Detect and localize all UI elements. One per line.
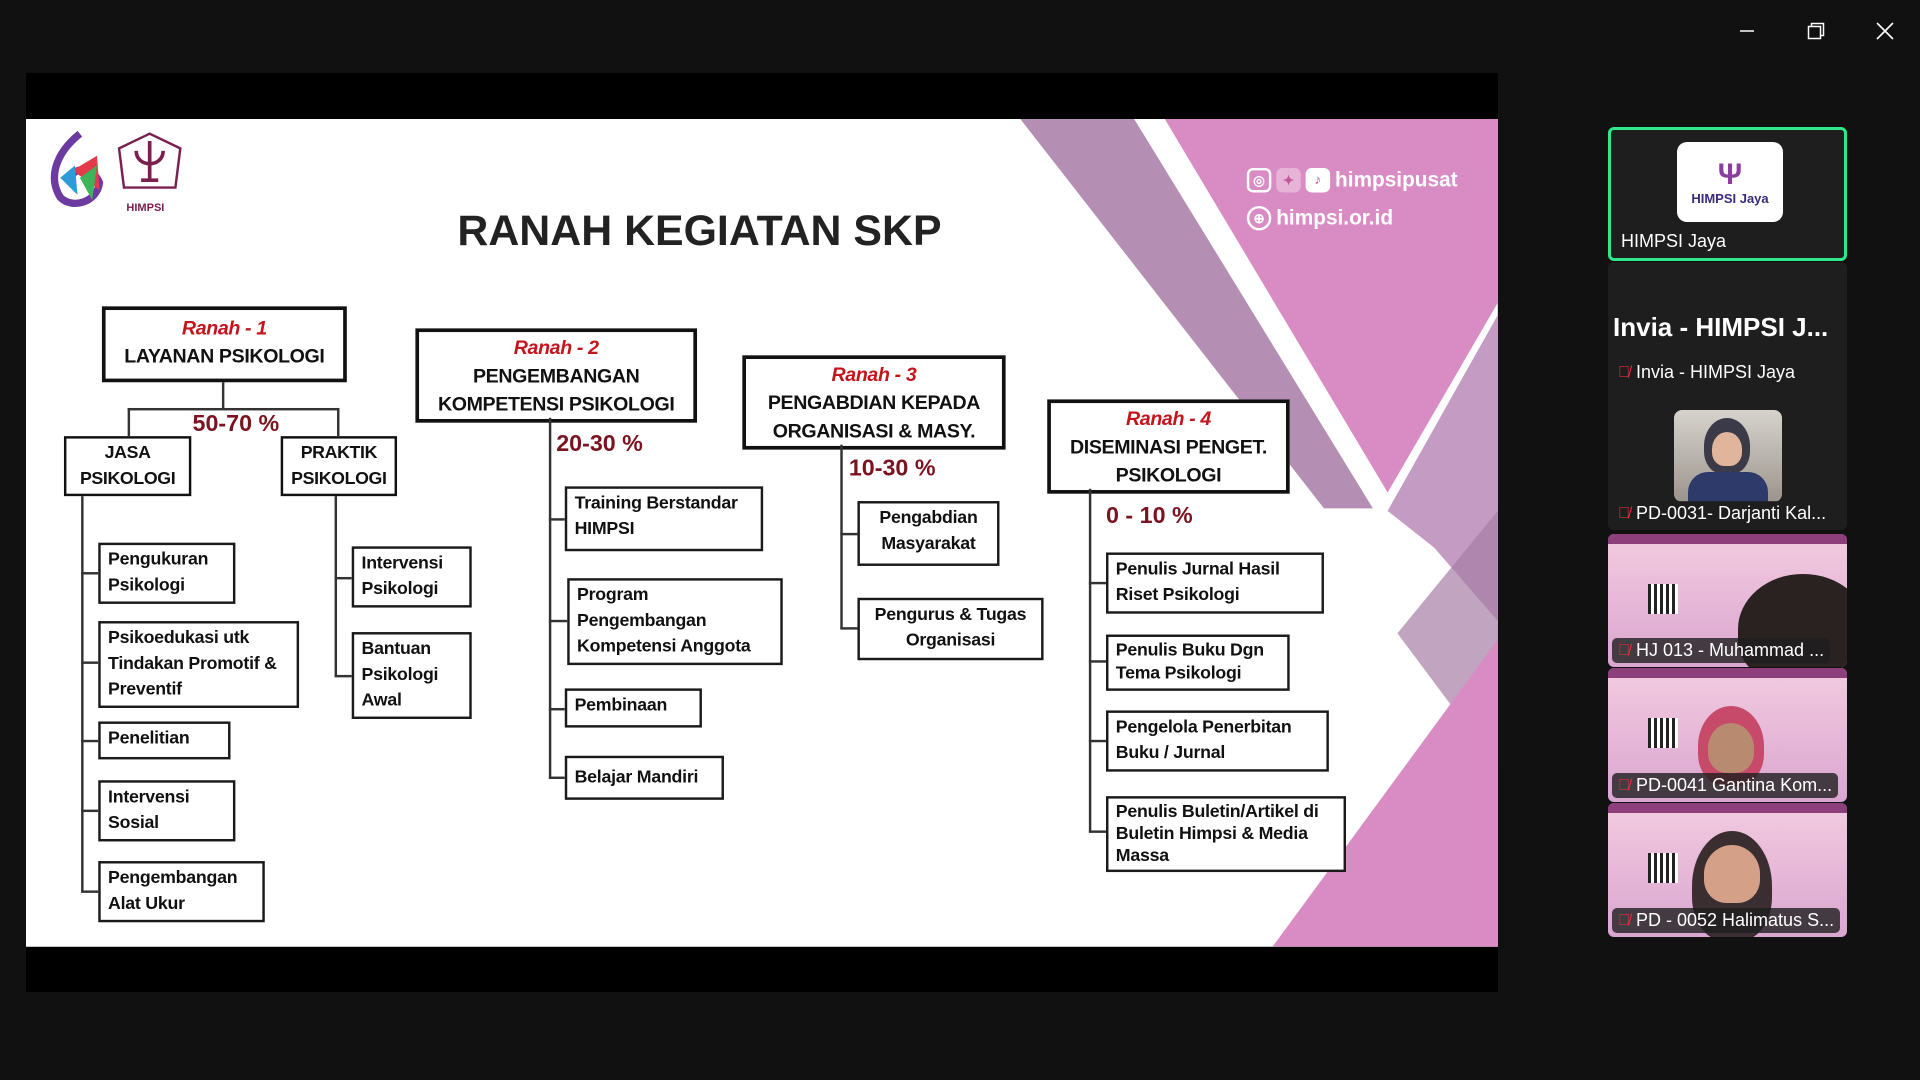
list-item: Pembinaan xyxy=(564,688,702,728)
ranah-1-percent: 50-70 % xyxy=(192,411,280,438)
ranah-1-tag: Ranah - 1 xyxy=(181,318,267,340)
participant-name-text: PD-0041 Gantina Kom... xyxy=(1636,775,1833,795)
jasa-psikologi-box: JASA PSIKOLOGI xyxy=(63,436,192,497)
participant-photo xyxy=(1674,410,1782,502)
qr-code xyxy=(1648,853,1678,883)
himpsi-jaya-avatar: Ψ HIMPSI Jaya xyxy=(1677,142,1783,222)
participant-name: 🎙̸ Invia - HIMPSI Jaya xyxy=(1612,360,1802,385)
participant-tile[interactable]: 🎙̸ PD - 0052 Halimatus S... xyxy=(1608,803,1847,937)
list-item: Pengabdian Masyarakat xyxy=(857,501,1000,566)
list-item: Pengembangan Alat Ukur xyxy=(98,861,265,923)
mic-muted-icon: 🎙̸ xyxy=(1618,911,1630,929)
participant-name: HIMPSI Jaya xyxy=(1615,229,1733,254)
participant-name-text: HJ 013 - Muhammad ... xyxy=(1636,640,1825,660)
ranah-2-tag: Ranah - 2 xyxy=(513,338,599,360)
list-item: Pengukuran Psikologi xyxy=(98,542,236,604)
mic-muted-icon: 🎙̸ xyxy=(1618,363,1630,381)
mic-muted-icon: 🎙̸ xyxy=(1618,641,1630,659)
ranah-3-name: PENGABDIAN KEPADA ORGANISASI & MASY. xyxy=(767,393,981,443)
participant-tile[interactable]: 🎙̸ HJ 013 - Muhammad ... xyxy=(1608,534,1847,667)
ranah-4-name: DISEMINASI PENGET. PSIKOLOGI xyxy=(1069,437,1267,487)
list-item: Penelitian xyxy=(98,721,231,760)
slide-title: RANAH KEGIATAN SKP xyxy=(457,207,942,255)
list-item: Pengelola Penerbitan Buku / Jurnal xyxy=(1106,710,1329,772)
restore-icon xyxy=(1807,22,1825,40)
ranah-2-percent: 20-30 % xyxy=(556,431,643,457)
presentation-slide: HIMPSI RANAH KEGIATAN SKP ◎ ✦ ♪ himpsipu… xyxy=(26,119,1498,947)
transformasi-himpsi-logo xyxy=(50,130,104,207)
twitter-icon: ✦ xyxy=(1276,167,1301,193)
ranah-3-tag: Ranah - 3 xyxy=(831,365,917,386)
ranah-3-percent: 10-30 % xyxy=(848,455,936,482)
tiktok-icon: ♪ xyxy=(1305,167,1331,193)
himpsi-logo-text: HIMPSI xyxy=(126,201,165,214)
ranah-1-box: Ranah - 1 LAYANAN PSIKOLOGI xyxy=(101,306,347,383)
globe-icon: ⊕ xyxy=(1246,205,1272,231)
ranah-1-name: LAYANAN PSIKOLOGI xyxy=(124,346,325,368)
list-item: Pengurus & Tugas Organisasi xyxy=(857,597,1044,661)
participant-name: 🎙̸ PD-0041 Gantina Kom... xyxy=(1612,773,1839,798)
speaker-name: Invia - HIMPSI J... xyxy=(1613,312,1829,342)
list-item: Penulis Jurnal Hasil Riset Psikologi xyxy=(1106,552,1324,614)
website: ⊕ himpsi.or.id xyxy=(1246,205,1394,231)
himpsi-logo xyxy=(117,132,182,189)
ranah-4-percent: 0 - 10 % xyxy=(1106,503,1193,530)
participant-name: 🎙̸ PD-0031- Darjanti Kal... xyxy=(1612,501,1833,526)
list-item: Penulis Buku Dgn Tema Psikologi xyxy=(1106,634,1290,691)
minimize-button[interactable] xyxy=(1727,14,1767,48)
avatar-logo-text: HIMPSI Jaya xyxy=(1691,190,1769,206)
ranah-4-box: Ranah - 4 DISEMINASI PENGET. PSIKOLOGI xyxy=(1047,399,1290,494)
list-item: Intervensi Sosial xyxy=(98,780,236,842)
participant-tile-active[interactable]: Ψ HIMPSI Jaya HIMPSI Jaya xyxy=(1608,127,1847,261)
list-item: Belajar Mandiri xyxy=(564,755,724,800)
list-item: Intervensi Psikologi xyxy=(351,546,472,608)
instagram-icon: ◎ xyxy=(1246,167,1272,193)
participant-tile-speaker[interactable]: Invia - HIMPSI J... 🎙̸ Invia - HIMPSI Jay… xyxy=(1608,262,1847,530)
ranah-3-box: Ranah - 3 PENGABDIAN KEPADA ORGANISASI &… xyxy=(742,355,1006,450)
participant-tile[interactable]: 🎙̸ PD-0041 Gantina Kom... xyxy=(1608,668,1847,802)
mic-muted-icon: 🎙̸ xyxy=(1618,504,1630,522)
participant-name-text: PD-0031- Darjanti Kal... xyxy=(1636,503,1827,523)
praktik-psikologi-box: PRAKTIK PSIKOLOGI xyxy=(280,436,398,497)
restore-button[interactable] xyxy=(1796,14,1836,48)
social-handle-text: himpsipusat xyxy=(1334,167,1458,192)
website-text: himpsi.or.id xyxy=(1276,205,1394,230)
ranah-4-tag: Ranah - 4 xyxy=(1126,409,1211,431)
psi-icon: Ψ xyxy=(1717,157,1743,191)
list-item: Program Pengembangan Kompetensi Anggota xyxy=(567,578,783,666)
qr-code xyxy=(1648,584,1678,614)
minimize-icon xyxy=(1740,30,1754,32)
ranah-2-box: Ranah - 2 PENGEMBANGAN KOMPETENSI PSIKOL… xyxy=(415,328,698,423)
qr-code xyxy=(1648,718,1678,748)
participant-name: 🎙̸ PD - 0052 Halimatus S... xyxy=(1612,908,1841,933)
mic-muted-icon: 🎙̸ xyxy=(1618,776,1630,794)
list-item: Psikoedukasi utk Tindakan Promotif & Pre… xyxy=(98,621,300,708)
participant-name: 🎙̸ HJ 013 - Muhammad ... xyxy=(1612,638,1831,663)
participant-name-text: HIMPSI Jaya xyxy=(1621,231,1727,251)
list-item: Penulis Buletin/Artikel di Buletin Himps… xyxy=(1106,796,1347,873)
list-item: Training Berstandar HIMPSI xyxy=(564,486,764,552)
close-icon xyxy=(1876,22,1894,40)
participant-name-text: Invia - HIMPSI Jaya xyxy=(1636,362,1796,382)
list-item: Bantuan Psikologi Awal xyxy=(351,632,472,720)
close-button[interactable] xyxy=(1865,14,1905,48)
participant-name-text: PD - 0052 Halimatus S... xyxy=(1636,910,1835,930)
social-handle: ◎ ✦ ♪ himpsipusat xyxy=(1246,167,1458,193)
ranah-2-name: PENGEMBANGAN KOMPETENSI PSIKOLOGI xyxy=(437,366,675,416)
